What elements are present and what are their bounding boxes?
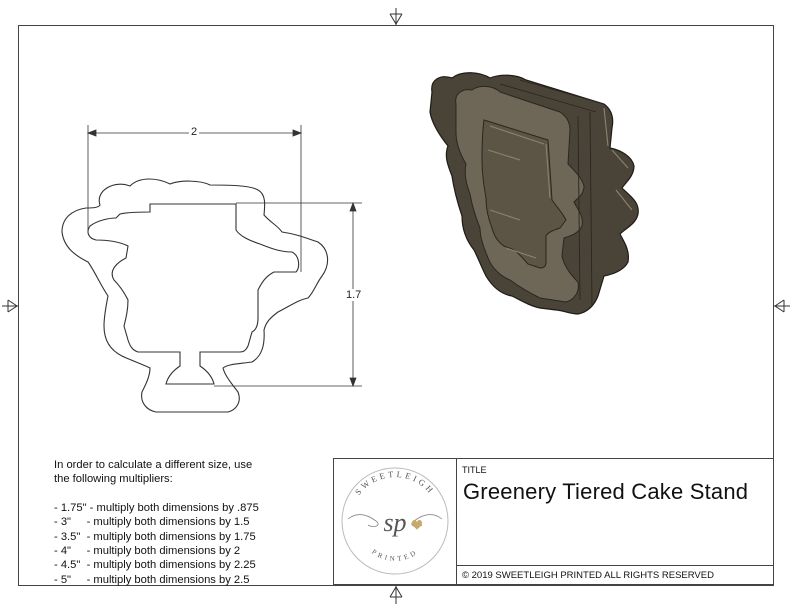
height-dimension-label: 1.7 [344,289,364,301]
multiplier-item: - 1.75" - multiply both dimensions by .8… [54,501,259,514]
multiplier-item: - 3" - multiply both dimensions by 1.5 [54,516,250,529]
logo-cell: SWEETLEIGH PRINTED sp [333,458,457,585]
width-dimension-label: 2 [189,126,200,138]
multiplier-item: - 4.5" - multiply both dimensions by 2.2… [54,559,256,572]
drawing-border [18,25,774,586]
width-dimension [86,125,303,272]
title-divider [457,565,773,566]
center-mark-bottom [389,586,403,604]
title-label: TITLE [462,465,487,475]
logo-bottom-text: PRINTED [370,548,419,563]
instructions-intro-line-2: the following multipliers: [54,473,173,486]
cutter-inner-profile [87,203,300,385]
multiplier-item: - 4" - multiply both dimensions by 2 [54,545,241,558]
multiplier-item: - 3.5" - multiply both dimensions by 1.7… [54,530,256,543]
heart-icon [412,520,422,530]
instructions-intro-line-1: In order to calculate a different size, … [54,459,253,471]
cutter-3d-edges [499,79,605,307]
resize-instructions: In order to calculate a different size, … [54,458,259,587]
multiplier-item: - 5" - multiply both dimensions by 2.5 [54,573,250,586]
title-block: SWEETLEIGH PRINTED sp TITLE Greenery Tie… [333,458,774,586]
title-cell: TITLE Greenery Tiered Cake Stand © 2019 … [456,458,774,585]
drawing-title: Greenery Tiered Cake Stand [463,479,749,504]
logo-top-text: SWEETLEIGH [353,469,437,497]
cutter-outer-profile [61,178,329,413]
center-mark-left [2,299,18,313]
center-mark-top [389,8,403,25]
center-mark-right [774,299,790,313]
copyright-notice: © 2019 SWEETLEIGH PRINTED ALL RIGHTS RES… [462,570,714,581]
logo-ring [341,467,449,575]
sweetleigh-logo: SWEETLEIGH PRINTED sp [341,467,449,575]
cutter-3d-highlights [487,107,633,259]
logo-monogram: sp [383,508,406,537]
cutter-3d-render [429,72,639,315]
cutter-outline-2d [61,178,329,413]
